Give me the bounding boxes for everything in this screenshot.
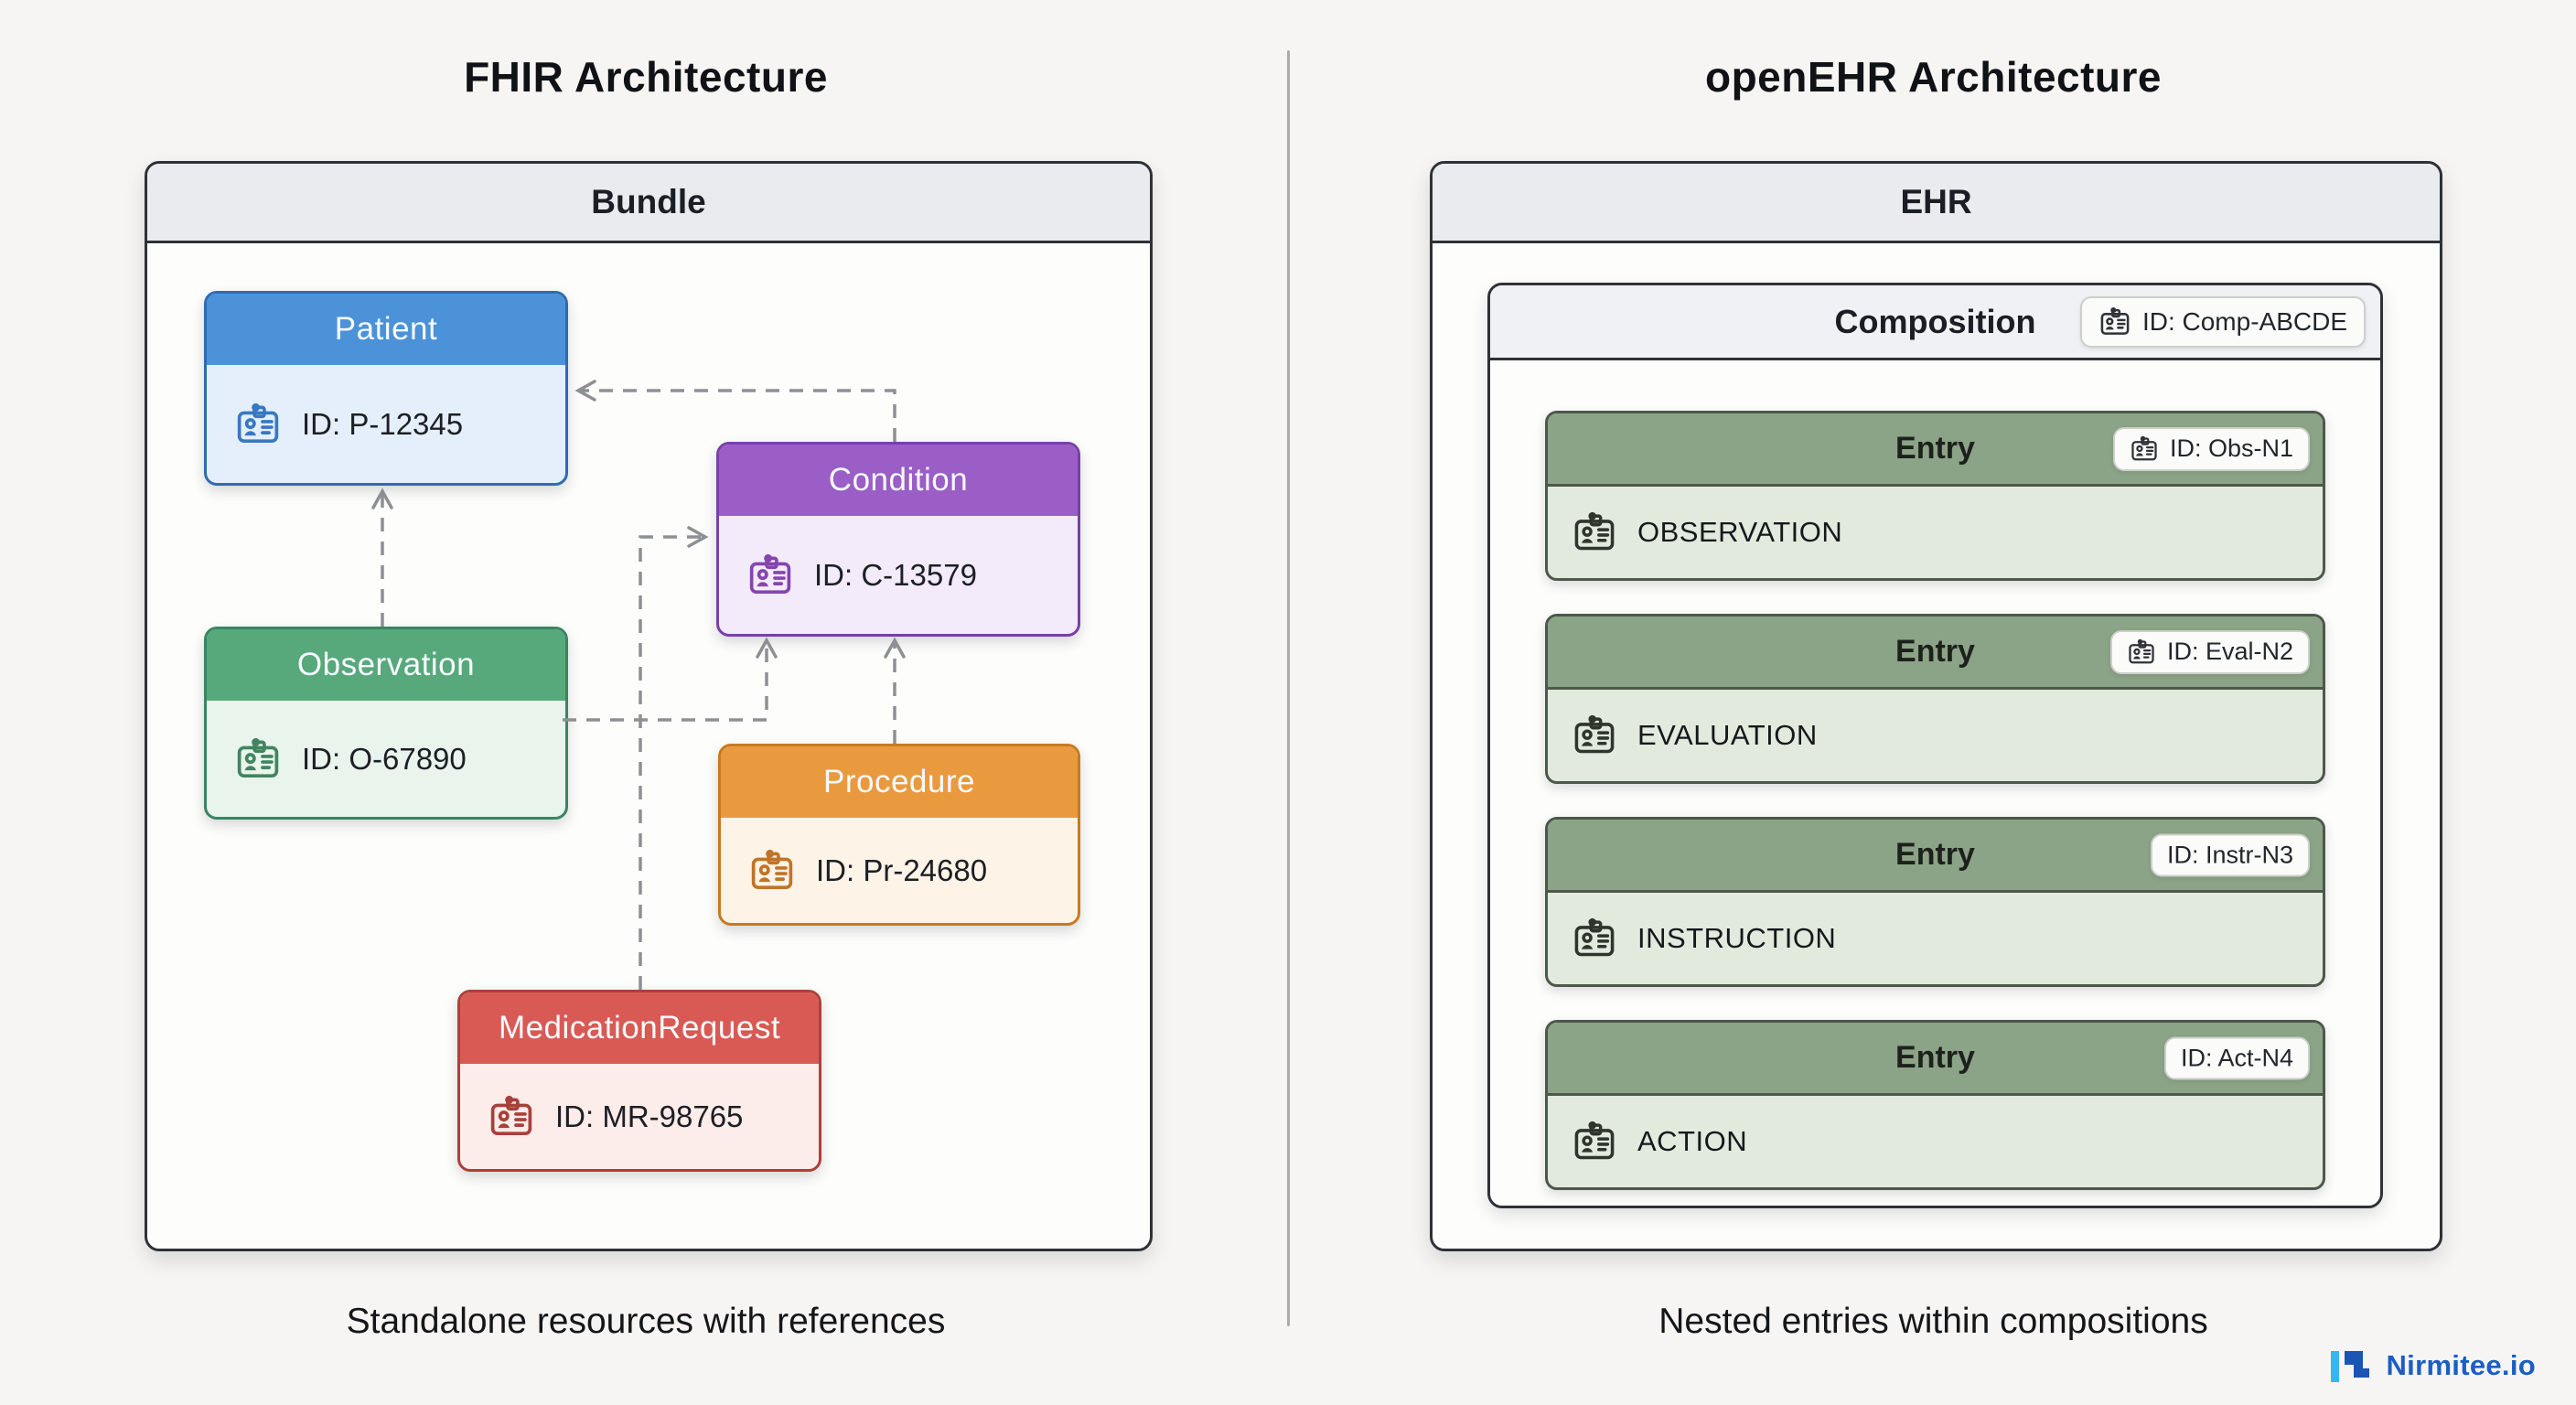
condition-card-body: ID: C-13579 [719,516,1078,634]
procedure-id-label: ID: Pr-24680 [816,853,988,887]
entry-body: OBSERVATION [1548,487,2323,578]
entry-body: INSTRUCTION [1548,893,2323,984]
entry-type-label: ACTION [1637,1125,1748,1157]
id-card-icon [488,1093,535,1141]
entry-title: Entry [1895,837,1975,872]
medication-request-card-title: MedicationRequest [460,992,819,1064]
id-card-icon [746,552,794,599]
entry-id-label: ID: Obs-N1 [2169,434,2293,462]
nirmitee-logo-icon [2331,1351,2370,1382]
id-card-icon [234,735,282,783]
bundle-header: Bundle [147,164,1150,243]
observation-card-title: Observation [207,629,565,701]
id-card-icon [748,847,796,895]
id-card-icon [234,401,282,448]
composition-id-label: ID: Comp-ABCDE [2141,306,2347,336]
entry-id-badge: ID: Obs-N1 [2112,426,2310,471]
composition-container: Composition ID: Comp-ABCDE Entry ID: Obs… [1487,283,2383,1208]
procedure-resource-card: Procedure ID: Pr-24680 [718,744,1080,926]
ehr-header: EHR [1433,164,2440,243]
condition-card-title: Condition [719,445,1078,516]
observation-id-label: ID: O-67890 [302,741,467,776]
entry-title: Entry [1895,1040,1975,1075]
entry-instruction: Entry ID: Instr-N3 INSTRUCTION [1545,817,2325,987]
openehr-caption: Nested entries within compositions [1658,1302,2208,1341]
medication-request-card-body: ID: MR-98765 [460,1064,819,1169]
composition-id-badge: ID: Comp-ABCDE [2079,295,2366,348]
condition-resource-card: Condition ID: C-13579 [716,442,1080,637]
entry-action: Entry ID: Act-N4 ACTION [1545,1020,2325,1190]
id-card-icon [1572,916,1617,961]
patient-card-title: Patient [207,294,565,365]
entry-header: Entry ID: Instr-N3 [1548,820,2323,893]
procedure-card-body: ID: Pr-24680 [721,818,1078,923]
entry-type-label: OBSERVATION [1637,516,1843,548]
medication-request-resource-card: MedicationRequest ID: MR-98765 [457,990,821,1172]
observation-card-body: ID: O-67890 [207,701,565,817]
entry-header: Entry ID: Obs-N1 [1548,413,2323,487]
id-card-icon [1572,1119,1617,1164]
composition-title: Composition [1834,302,2036,340]
entry-id-badge: ID: Instr-N3 [2150,833,2310,876]
entry-title: Entry [1895,634,1975,669]
openehr-title: openEHR Architecture [1704,53,2163,101]
entry-id-badge: ID: Eval-N2 [2109,629,2310,674]
procedure-card-title: Procedure [721,746,1078,818]
entry-body: ACTION [1548,1096,2323,1187]
brand-name: Nirmitee.io [2386,1349,2536,1381]
observation-resource-card: Observation ID: O-67890 [204,627,568,820]
entry-header: Entry ID: Eval-N2 [1548,617,2323,690]
id-card-icon [1572,509,1617,555]
id-card-icon [2130,434,2159,464]
id-card-icon [2127,638,2156,667]
entry-id-label: ID: Eval-N2 [2166,638,2293,665]
patient-id-label: ID: P-12345 [302,406,464,441]
entry-observation: Entry ID: Obs-N1 OBSERVATION [1545,411,2325,581]
patient-resource-card: Patient ID: P-12345 [204,291,568,486]
entry-id-label: ID: Instr-N3 [2166,841,2293,868]
entry-id-label: ID: Act-N4 [2180,1044,2293,1071]
id-card-icon [2098,306,2131,338]
entry-list: Entry ID: Obs-N1 OBSERVATION Entry [1490,360,2380,1240]
entry-body: EVALUATION [1548,690,2323,781]
panel-divider [1287,50,1290,1326]
composition-header: Composition ID: Comp-ABCDE [1490,285,2380,360]
patient-card-body: ID: P-12345 [207,365,565,483]
entry-type-label: EVALUATION [1637,719,1818,751]
entry-id-badge: ID: Act-N4 [2163,1036,2310,1079]
fhir-title: FHIR Architecture [464,53,828,101]
brand-logo: Nirmitee.io [2331,1346,2536,1385]
id-card-icon [1572,713,1617,758]
fhir-caption: Standalone resources with references [346,1302,946,1341]
entry-evaluation: Entry ID: Eval-N2 EVALUATION [1545,614,2325,784]
condition-id-label: ID: C-13579 [814,557,977,592]
medication-request-id-label: ID: MR-98765 [555,1099,744,1133]
entry-title: Entry [1895,431,1975,466]
entry-type-label: INSTRUCTION [1637,922,1837,954]
entry-header: Entry ID: Act-N4 [1548,1023,2323,1096]
